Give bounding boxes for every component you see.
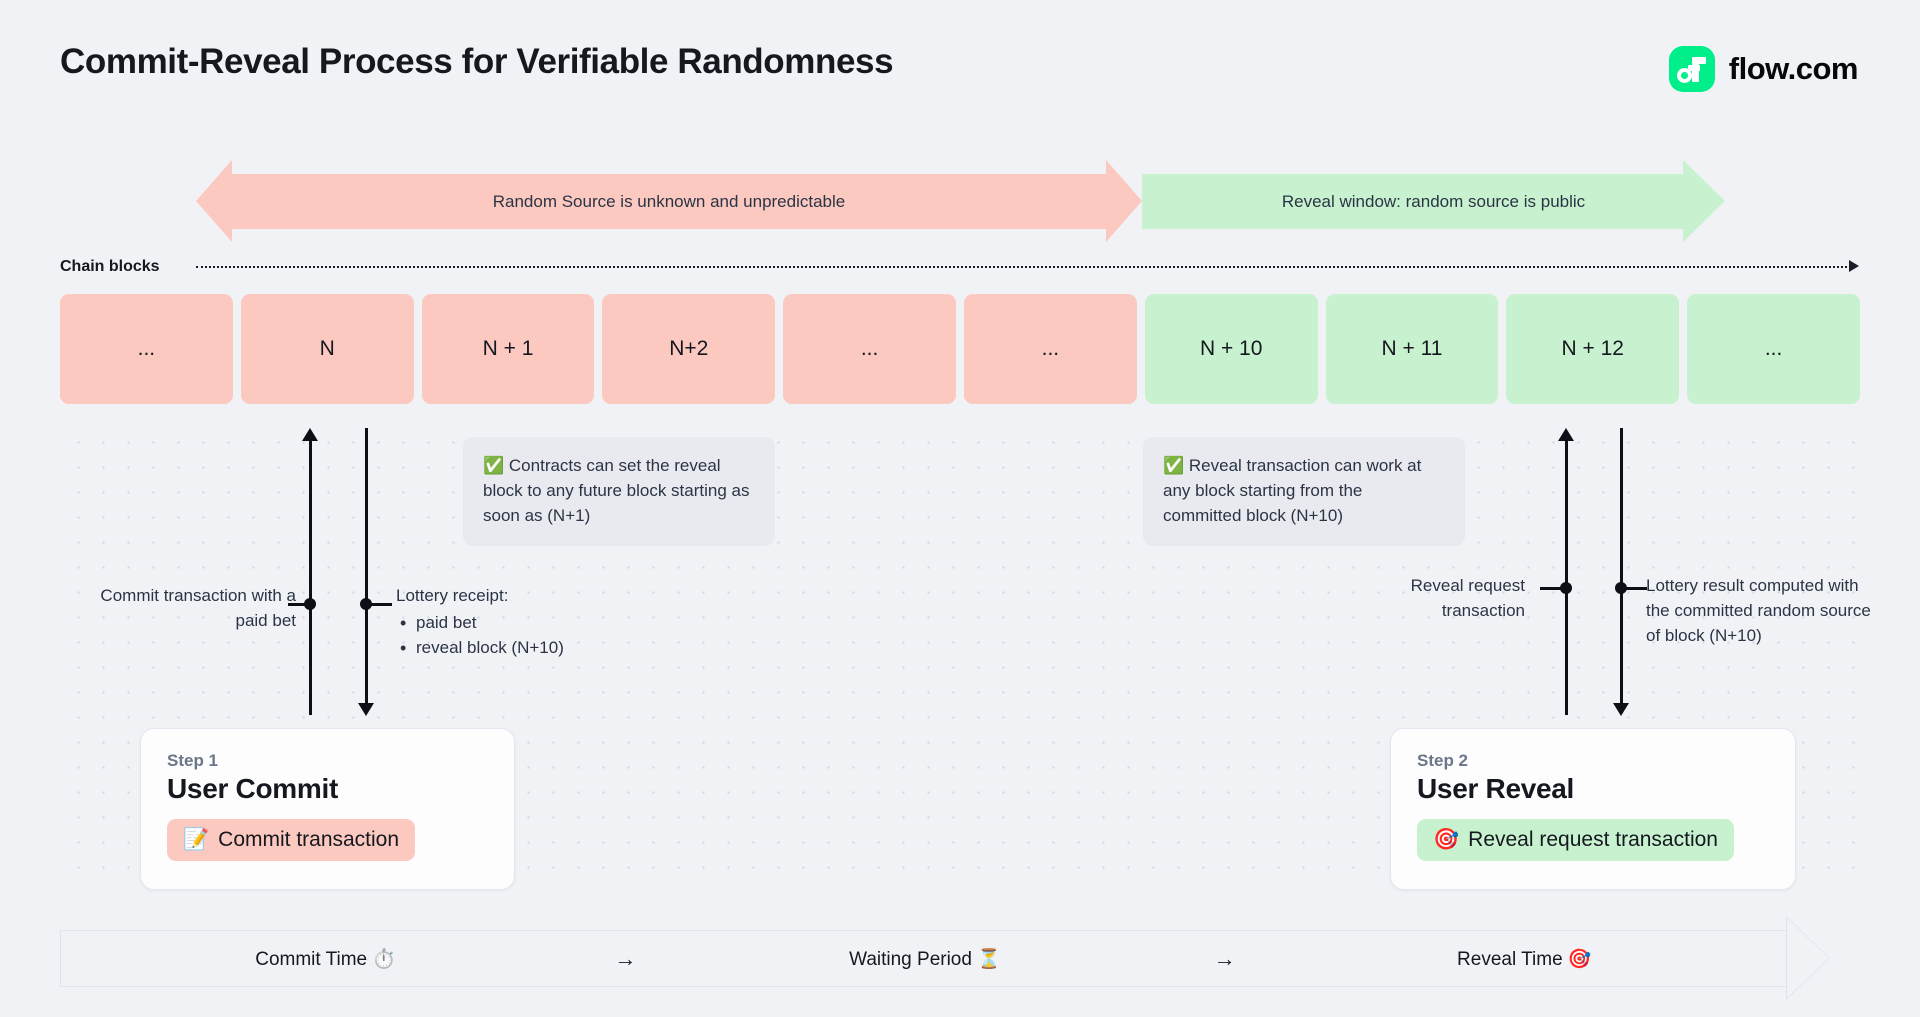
lottery-result-arrow-head-icon: [1613, 703, 1629, 716]
receipt-arrow-dot: [360, 598, 372, 610]
arrow-right-icon: →: [1213, 945, 1236, 971]
commit-arrow-head-icon: [302, 428, 318, 441]
page-title: Commit-Reveal Process for Verifiable Ran…: [60, 42, 894, 81]
step-title: User Commit: [167, 773, 338, 804]
check-icon: ✅: [483, 456, 505, 475]
brand-logo: flow.com: [1668, 46, 1859, 92]
page-header: Commit-Reveal Process for Verifiable Ran…: [0, 0, 1920, 118]
reveal-request-badge-label: Reveal request transaction: [1468, 828, 1718, 851]
banner-body: [229, 174, 1109, 229]
phase-reveal-time: Reveal Time 🎯: [1457, 948, 1592, 970]
phase-commit-time: Commit Time ⏱️: [255, 948, 397, 970]
lottery-result-arrow-line: [1620, 428, 1623, 711]
callout-lottery-receipt: Lottery receipt: paid bet reveal block (…: [396, 584, 676, 661]
step-title: User Reveal: [1417, 773, 1575, 804]
brand-name: flow.com: [1728, 51, 1859, 86]
callout-lottery-result: Lottery result computed with the committ…: [1646, 576, 1871, 645]
chain-block[interactable]: ...: [1687, 294, 1860, 404]
flow-logo-icon: [1668, 46, 1715, 92]
phase-banner-reveal-label: Reveal window: random source is public: [1281, 191, 1586, 211]
phase-banner-reveal: Reveal window: random source is public: [1142, 160, 1725, 242]
step-kicker: Step 1: [167, 751, 219, 770]
chain-blocks-label: Chain blocks: [60, 258, 160, 275]
phase-waiting-period: Waiting Period ⏳: [849, 948, 1001, 970]
check-icon: ✅: [1163, 456, 1185, 475]
banner-body: [1142, 174, 1685, 229]
target-icon: 🎯: [1433, 828, 1460, 851]
chain-block[interactable]: N + 11: [1325, 294, 1499, 404]
lottery-result-arrow-stub: [1625, 587, 1647, 590]
list-item: reveal block (N+10): [396, 635, 676, 661]
arrow-head-left-icon: [196, 160, 232, 242]
reveal-request-arrow-dot: [1560, 582, 1572, 594]
commit-arrow-stub: [288, 603, 310, 606]
receipt-arrow-head-icon: [358, 703, 374, 716]
chain-block[interactable]: ...: [60, 294, 233, 404]
step-card-user-commit[interactable]: Step 1 User Commit 📝 Commit transaction: [140, 728, 515, 890]
phase-banner-row: Random Source is unknown and unpredictab…: [0, 160, 1920, 242]
flow-logo-bar: [1687, 65, 1700, 71]
chain-block[interactable]: N+2: [602, 294, 776, 404]
phase-banner-unknown: Random Source is unknown and unpredictab…: [196, 160, 1142, 242]
flow-logo-ring: [1676, 68, 1692, 83]
reveal-request-badge[interactable]: 🎯 Reveal request transaction: [1417, 819, 1734, 861]
chain-block[interactable]: ...: [783, 294, 956, 404]
arrow-head-right-icon: [1106, 160, 1142, 242]
chain-axis-arrow-icon: [1849, 260, 1859, 272]
chain-axis-line: [196, 266, 1851, 268]
chain-block[interactable]: N + 1: [421, 294, 595, 404]
reveal-request-arrow-head-icon: [1558, 428, 1574, 441]
callout-reveal-request: Reveal request transaction: [1410, 576, 1525, 620]
chain-block[interactable]: ...: [963, 294, 1137, 404]
phase-banner-unknown-label: Random Source is unknown and unpredictab…: [492, 191, 846, 211]
chain-block[interactable]: N + 12: [1506, 294, 1680, 404]
info-note-contracts-text: Contracts can set the reveal block to an…: [483, 456, 750, 526]
receipt-arrow-stub: [370, 603, 392, 606]
reveal-request-arrow-stub: [1540, 587, 1566, 590]
arrow-right-icon: →: [614, 945, 637, 971]
chain-block[interactable]: N: [240, 294, 414, 404]
chain-block[interactable]: N + 10: [1144, 294, 1318, 404]
memo-icon: 📝: [183, 828, 210, 851]
callout-lottery-receipt-title: Lottery receipt:: [396, 586, 509, 605]
chain-blocks-row: ... N N + 1 N+2 ... ... N + 10 N + 11 N …: [60, 294, 1860, 404]
commit-arrow-dot: [304, 598, 316, 610]
commit-transaction-badge[interactable]: 📝 Commit transaction: [167, 819, 416, 861]
receipt-arrow-line: [365, 428, 368, 711]
timeline-phase-bar: Commit Time ⏱️ → Waiting Period ⏳ → Reve…: [60, 916, 1830, 1000]
callout-commit-transaction: Commit transaction with a paid bet: [100, 586, 296, 630]
step-kicker: Step 2: [1417, 751, 1469, 770]
callout-lottery-receipt-list: paid bet reveal block (N+10): [396, 610, 676, 661]
step-card-user-reveal[interactable]: Step 2 User Reveal 🎯 Reveal request tran…: [1390, 728, 1796, 890]
info-note-reveal: ✅ Reveal transaction can work at any blo…: [1143, 437, 1465, 547]
timeline-phase-bar-body: Commit Time ⏱️ → Waiting Period ⏳ → Reve…: [60, 930, 1790, 987]
arrow-head-right-icon: [1683, 160, 1725, 242]
lottery-result-arrow-dot: [1615, 582, 1627, 594]
info-note-reveal-text: Reveal transaction can work at any block…: [1163, 456, 1422, 526]
commit-arrow-line: [309, 440, 312, 715]
reveal-request-arrow-line: [1565, 440, 1568, 715]
list-item: paid bet: [396, 610, 676, 636]
commit-transaction-badge-label: Commit transaction: [218, 828, 400, 851]
info-note-contracts: ✅ Contracts can set the reveal block to …: [463, 437, 775, 547]
timeline-arrow-head-icon: [1786, 916, 1830, 1000]
